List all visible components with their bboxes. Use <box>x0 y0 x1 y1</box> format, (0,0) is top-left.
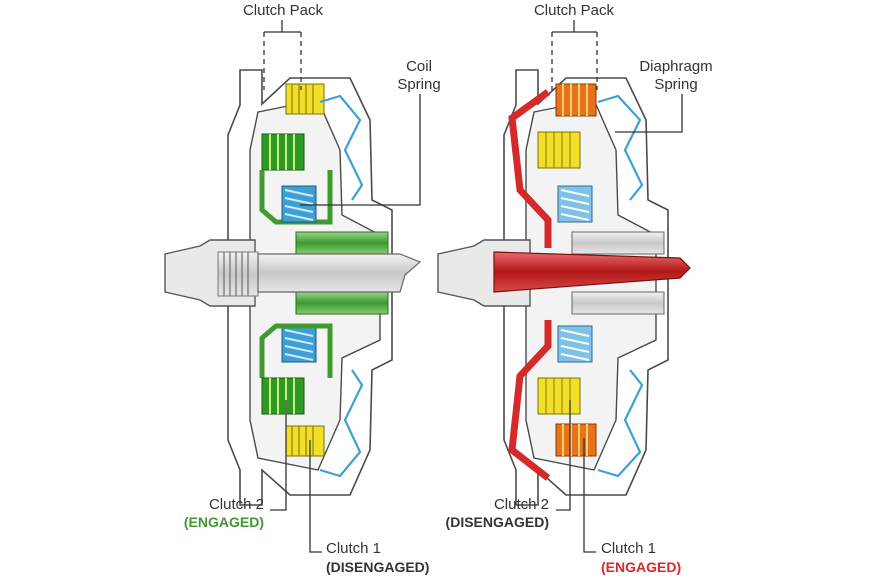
right-yellow-pack-top <box>537 131 581 169</box>
left-lower-pack <box>285 425 325 457</box>
right-clutch1-label: Clutch 1 <box>601 540 656 557</box>
leader-lines <box>263 20 683 553</box>
coil-spring-label-line1: Coil <box>406 58 432 75</box>
left-clutch2-state: (ENGAGED) <box>184 514 264 530</box>
left-clutch2-label: Clutch 2 <box>209 496 264 513</box>
diaphragm-spring-label-line1: Diaphragm <box>639 58 712 75</box>
coil-spring-label-line2: Spring <box>397 76 440 93</box>
left-clutch-assembly <box>164 69 422 506</box>
right-coil-bottom <box>557 325 593 363</box>
right-clutch-pack-label: Clutch Pack <box>534 2 615 19</box>
left-green-pack-top <box>261 133 305 171</box>
left-clutch-pack-label: Clutch Pack <box>243 2 324 19</box>
right-clutch1-state: (ENGAGED) <box>601 559 681 575</box>
right-clutch-assembly <box>437 69 691 506</box>
right-coil-top <box>557 185 593 223</box>
left-clutch1-state: (DISENGAGED) <box>326 559 429 575</box>
right-orange-pack-bottom <box>555 423 597 457</box>
diaphragm-spring-label-line2: Spring <box>654 76 697 93</box>
left-upper-pack <box>285 83 325 115</box>
right-clutch2-label: Clutch 2 <box>494 496 549 513</box>
right-yellow-pack-bottom <box>537 377 581 415</box>
left-clutch1-label: Clutch 1 <box>326 540 381 557</box>
left-coil-spring-top <box>281 185 317 223</box>
left-coil-spring-bottom <box>281 325 317 363</box>
left-green-pack-bottom <box>261 377 305 415</box>
right-clutch2-state: (DISENGAGED) <box>446 514 549 530</box>
right-orange-pack-top <box>555 83 597 117</box>
left-spline-ticks <box>223 252 249 296</box>
